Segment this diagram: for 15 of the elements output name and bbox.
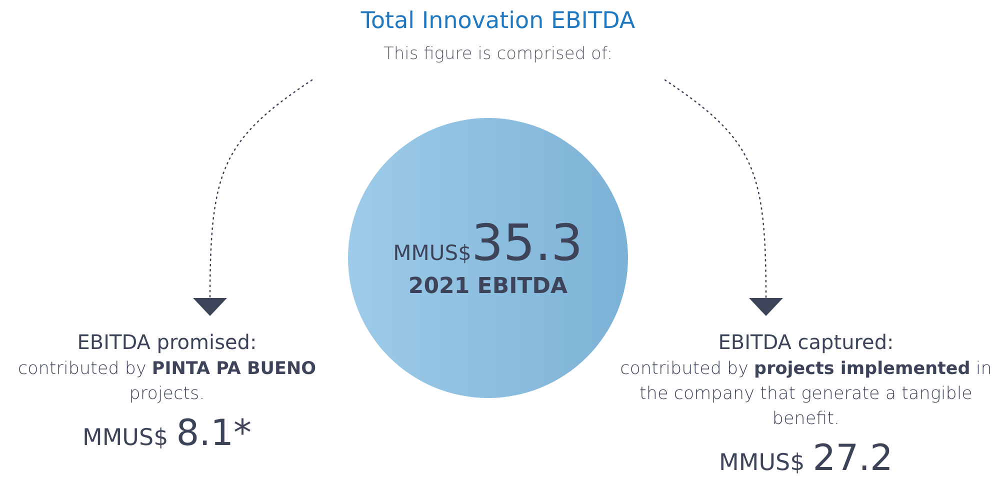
currency-label: MMUS$ <box>393 240 472 264</box>
currency-label: MMUS$ <box>719 450 805 476</box>
currency-label: MMUS$ <box>82 425 168 451</box>
total-value: 35.3 <box>471 218 583 268</box>
amount-value: 27.2 <box>812 438 893 479</box>
description: contributed by PINTA PA BUENO projects. <box>17 358 317 406</box>
dotted-arrow <box>664 79 783 316</box>
dotted-arrow <box>193 79 313 316</box>
title: Total Innovation EBITDA <box>360 8 636 34</box>
heading: EBITDA promised: <box>76 330 258 354</box>
description: contributed by projects implemented in the company that generate a tangible benefit. <box>619 358 993 431</box>
amount-value: 8.1* <box>176 413 252 454</box>
heading: EBITDA captured: <box>717 330 895 354</box>
subtitle: This figure is comprised of: <box>382 44 614 64</box>
value-caption: 2021 EBITDA <box>408 274 568 298</box>
